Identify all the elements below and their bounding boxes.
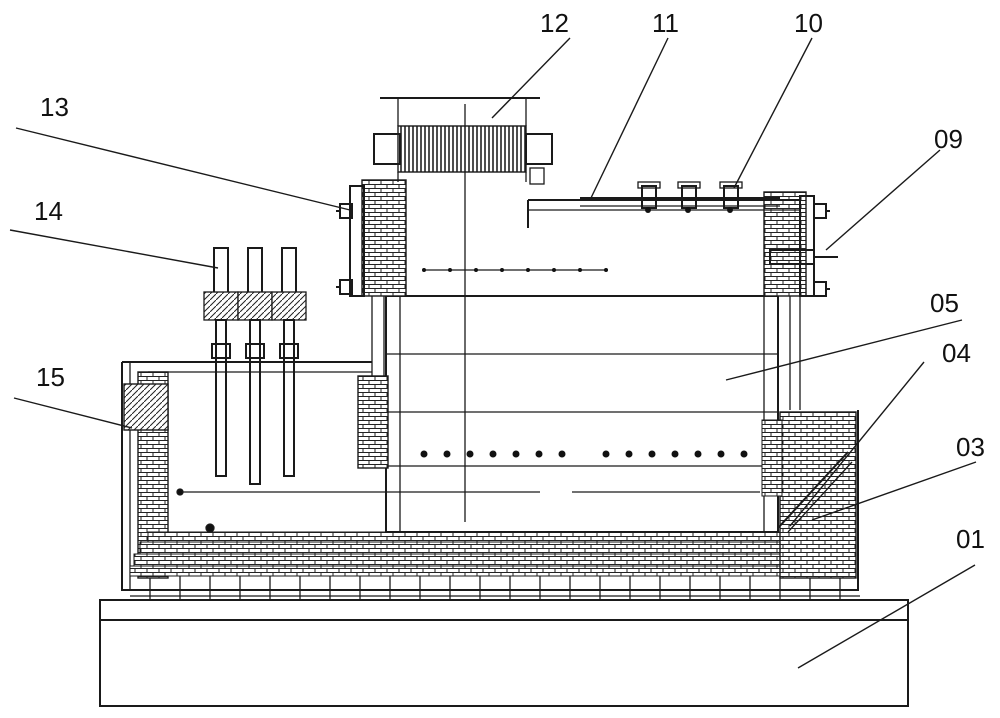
label-11: 11 bbox=[652, 8, 679, 38]
electrode-row-lower bbox=[421, 451, 748, 458]
label-05: 05 bbox=[930, 288, 959, 318]
label-10: 10 bbox=[794, 8, 823, 38]
top-feeder-12 bbox=[374, 98, 552, 184]
bath-level-lines bbox=[177, 489, 760, 532]
label-03: 03 bbox=[956, 432, 985, 462]
shaft-left-brick bbox=[358, 376, 388, 468]
hearth-layer-2 bbox=[140, 542, 816, 554]
right-brick-lining-03 bbox=[780, 412, 856, 578]
electrode-row-upper bbox=[422, 268, 608, 272]
label-12: 12 bbox=[540, 8, 569, 38]
support-pillars bbox=[130, 576, 860, 600]
electrodes-14 bbox=[204, 248, 306, 484]
label-15: 15 bbox=[36, 362, 65, 392]
foundation-slab bbox=[100, 600, 908, 706]
hearth-layer-3 bbox=[134, 554, 824, 566]
hearth-layer-1 bbox=[148, 532, 808, 542]
support-columns bbox=[372, 296, 800, 410]
label-04: 04 bbox=[942, 338, 971, 368]
label-13: 13 bbox=[40, 92, 69, 122]
side-chamber-15 bbox=[124, 384, 168, 430]
shaft-body-05 bbox=[386, 296, 778, 532]
label-14: 14 bbox=[34, 196, 63, 226]
label-09: 09 bbox=[934, 124, 963, 154]
hearth-layer-4 bbox=[130, 566, 830, 576]
label-01: 01 bbox=[956, 524, 985, 554]
